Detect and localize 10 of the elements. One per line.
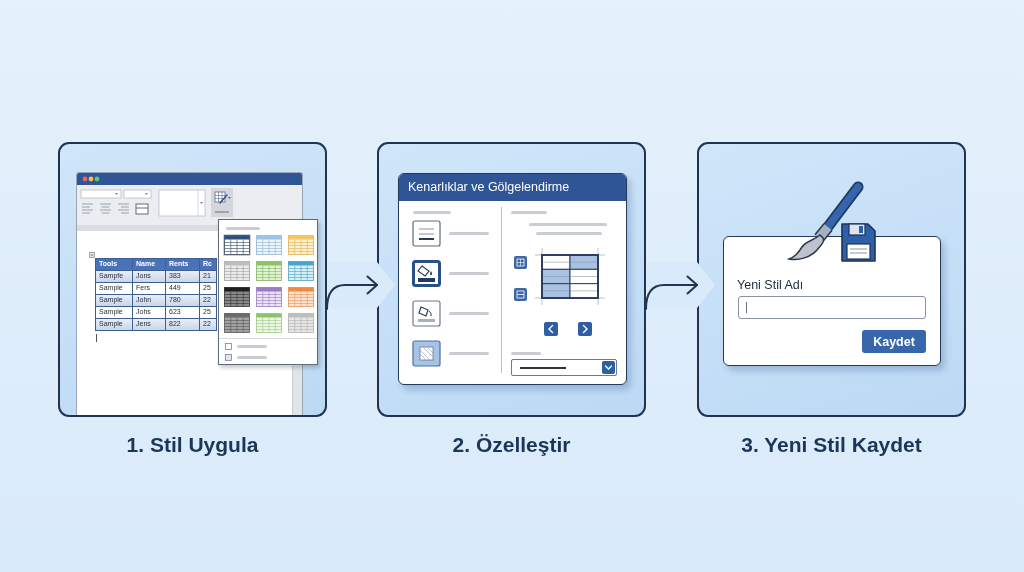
dialog-window xyxy=(398,173,627,385)
save-button: Kaydet xyxy=(862,330,926,353)
dialog-window xyxy=(723,236,941,366)
step-title: 1. Stil Uygula xyxy=(126,432,259,458)
arrow xyxy=(645,275,698,310)
step-title: 3. Yeni Stil Kaydet xyxy=(741,432,922,458)
dialog-title: Kenarlıklar ve Gölgelendirme xyxy=(408,180,570,195)
field-label: Yeni Stil Adı xyxy=(737,277,804,293)
step-title: 2. Özelleştir xyxy=(452,432,571,458)
arrow xyxy=(326,275,378,310)
